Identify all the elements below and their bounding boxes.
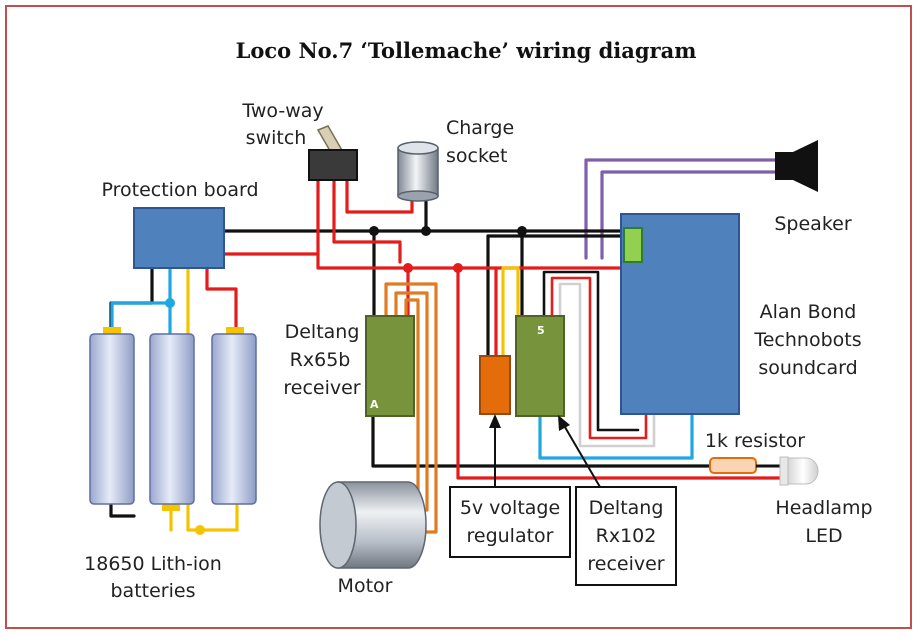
motor-label: Motor [338,575,393,597]
switch-label-line2: switch [246,127,307,149]
speaker-wire-purple-1 [584,158,792,260]
headlamp-label-line1: Headlamp [775,497,872,519]
rx102-label-line2: Rx102 [596,525,657,547]
rx102-pin-label: 5 [537,324,545,337]
batteries-label-line2: batteries [111,580,196,602]
rx65b-receiver-board [365,315,415,417]
red-switch-to-socket [345,178,414,214]
blue-rx102-to-soundcard [538,394,694,460]
diagram-title: Loco No.7 ‘Tollemache’ wiring diagram [236,38,697,63]
junctions [165,226,527,535]
arrowhead-icon [558,415,570,431]
charge-socket-label-line1: Charge [446,117,514,139]
soundcard-label-line2: Technobots [753,329,861,351]
speaker-label: Speaker [774,213,851,235]
regulator-label-line2: regulator [467,525,554,547]
rx102-label-line1: Deltang [589,497,664,519]
orange-motor-lead-3 [404,298,420,502]
speaker-wire-purple-2 [600,170,792,260]
rx102-receiver-board [515,315,565,417]
battery-terminal [103,327,121,335]
junction-dot [517,226,527,236]
black-to-resistor [371,413,712,468]
protection-board-label: Protection board [101,179,258,201]
battery-cell-1 [89,333,135,505]
charge-socket-label-line2: socket [446,145,507,167]
switch-label-line1: Two-way [241,100,323,122]
rx65b-label-line2: Rx65b [290,349,351,371]
grey-rx102-to-soundcard [558,282,656,448]
soundcard-label-line3: soundcard [758,357,857,379]
orange-motor-lead-1 [384,282,438,534]
speaker-icon [775,140,818,192]
batteries-label-line1: 18650 Lith-ion [84,553,222,575]
red-switch-lead-2 [332,178,402,264]
battery-terminal [226,327,244,335]
charge-socket-icon [397,141,439,202]
toggle-switch-icon [308,125,358,181]
arrowhead-icon [489,414,501,428]
bus-red [222,252,624,270]
junction-dot [165,298,175,308]
speaker-connector [623,227,643,263]
junction-dot [421,226,431,236]
junction-dot [403,263,413,273]
rx102-label-line3: receiver [587,553,664,575]
resistor-label: 1k resistor [705,430,805,452]
rx102-callout [575,486,677,586]
junction-dot [195,525,205,535]
red-to-headlamp [456,266,782,480]
regulator-callout [449,486,571,558]
wires [109,158,792,534]
battery-terminal [162,503,180,511]
regulator-label-line1: 5v voltage [460,497,560,519]
voltage-regulator [479,355,511,415]
protection-board [133,207,225,269]
battery-pack [89,327,257,511]
headlamp-label-line2: LED [805,525,842,547]
battery-blue-lead-1 [110,260,172,334]
rx65b-label-line1: Deltang [285,321,360,343]
yellow-regulator-to-rx102 [501,266,520,358]
motor-icon [319,481,427,569]
callout-pointers [489,414,601,488]
resistor-icon [709,457,757,474]
battery-cell-2 [149,333,195,505]
junction-dot [453,263,463,273]
red-rx102-to-soundcard [550,276,648,440]
black-rx102-to-soundcard [542,270,640,432]
led-icon [779,456,819,486]
soundcard-label-line1: Alan Bond [760,301,857,323]
pointer-line [561,421,601,488]
battery-red-lead [205,260,238,334]
battery-cell-3 [211,333,257,505]
rx65b-pin-label: A [370,398,379,411]
rx65b-label-line3: receiver [283,377,360,399]
junction-dot [369,226,379,236]
orange-motor-lead-2 [394,291,429,512]
